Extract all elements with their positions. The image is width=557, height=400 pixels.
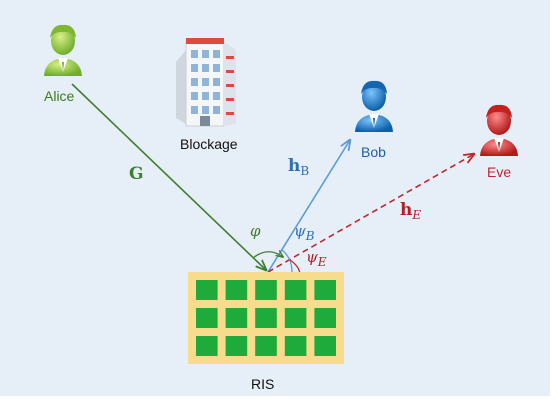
alice-user-icon <box>44 24 82 76</box>
psi-b-angle-arc <box>281 249 293 273</box>
ris-element <box>284 280 307 300</box>
eve-label: Eve <box>487 164 512 180</box>
building-icon <box>176 38 236 127</box>
psi-b-label: ψB <box>294 222 315 243</box>
ris-element <box>314 336 336 356</box>
bob-label: Bob <box>361 144 386 160</box>
ris-element <box>255 308 277 328</box>
ris-element <box>284 308 307 328</box>
ris-element <box>284 336 307 356</box>
ris-label: RIS <box>251 376 275 392</box>
phi-label: φ <box>250 222 261 240</box>
ris-element <box>196 336 218 356</box>
ris-element <box>225 308 248 328</box>
eve-user-icon <box>480 104 518 156</box>
bob-user-icon <box>355 80 393 132</box>
phi-angle-arc <box>252 252 283 259</box>
ris-element <box>225 280 248 300</box>
psi-e-label: ψE <box>306 248 327 269</box>
blockage-label: Blockage <box>180 136 238 152</box>
channel-hb-label: hB <box>288 156 310 178</box>
channel-g-link <box>71 83 266 270</box>
ris-element <box>255 336 277 356</box>
ris-element <box>196 280 218 300</box>
ris-panel <box>188 272 344 364</box>
ris-element <box>314 280 336 300</box>
channel-he-label: hE <box>400 200 422 222</box>
ris-element <box>196 308 218 328</box>
channel-hb-link <box>267 140 350 273</box>
alice-label: Alice <box>44 88 75 104</box>
ris-element <box>314 308 336 328</box>
channel-g-label: G <box>129 164 144 184</box>
ris-element <box>255 280 277 300</box>
ris-element <box>225 336 248 356</box>
